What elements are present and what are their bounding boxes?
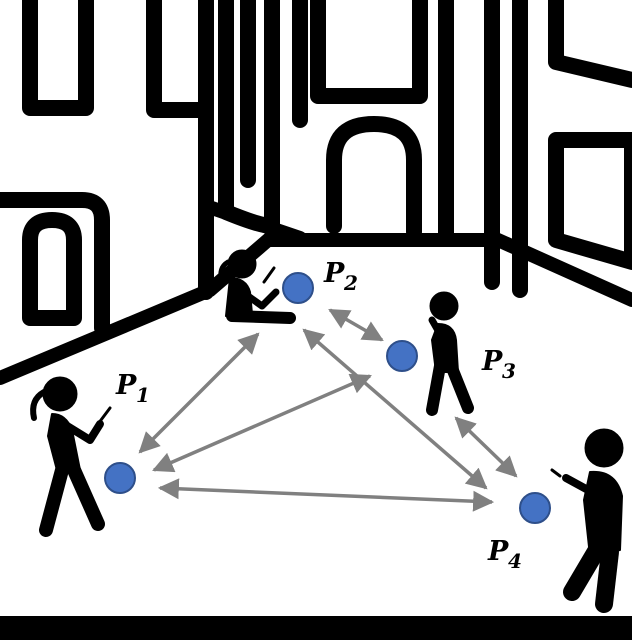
device-dot-icon: [104, 462, 136, 494]
device-dot-icon: [282, 272, 314, 304]
link-p1-p4: [157, 478, 495, 512]
label-p3: P 3: [481, 346, 516, 383]
label-p4: P 4: [487, 536, 522, 573]
left-arched-window: [22, 212, 82, 326]
label-subscript: 2: [343, 271, 358, 295]
label-letter: P: [323, 258, 345, 289]
person-walking-phone-icon: [550, 428, 624, 613]
label-subscript: 3: [502, 359, 516, 383]
device-dot-icon: [519, 492, 551, 524]
label-subscript: 1: [136, 383, 150, 407]
person-texting-icon: [30, 376, 112, 537]
label-p2: P 2: [323, 258, 358, 295]
devices: [104, 272, 551, 524]
right-window-mid: [548, 132, 632, 270]
left-pillar: [146, 0, 214, 118]
building-backdrop: [0, 0, 632, 336]
link-p3-p4: [454, 416, 518, 478]
floor-lines: [0, 199, 632, 385]
floor-bar: [0, 616, 632, 640]
label-letter: P: [487, 536, 509, 567]
center-arch: [326, 116, 422, 240]
left-building-edge: [0, 192, 110, 336]
link-p1-p3: [152, 373, 372, 473]
label-letter: P: [481, 346, 503, 377]
label-letter: P: [115, 370, 137, 401]
left-window-top: [22, 0, 94, 116]
label-subscript: 4: [508, 549, 522, 573]
link-p2-p3: [328, 308, 384, 342]
label-p1: P 1: [115, 370, 150, 407]
link-arrows: [138, 308, 518, 512]
right-window-top: [548, 0, 632, 88]
person-on-phone-icon: [426, 291, 474, 416]
person-sitting-icon: [218, 249, 296, 324]
center-top-frame: [310, 0, 428, 104]
device-dot-icon: [386, 340, 418, 372]
